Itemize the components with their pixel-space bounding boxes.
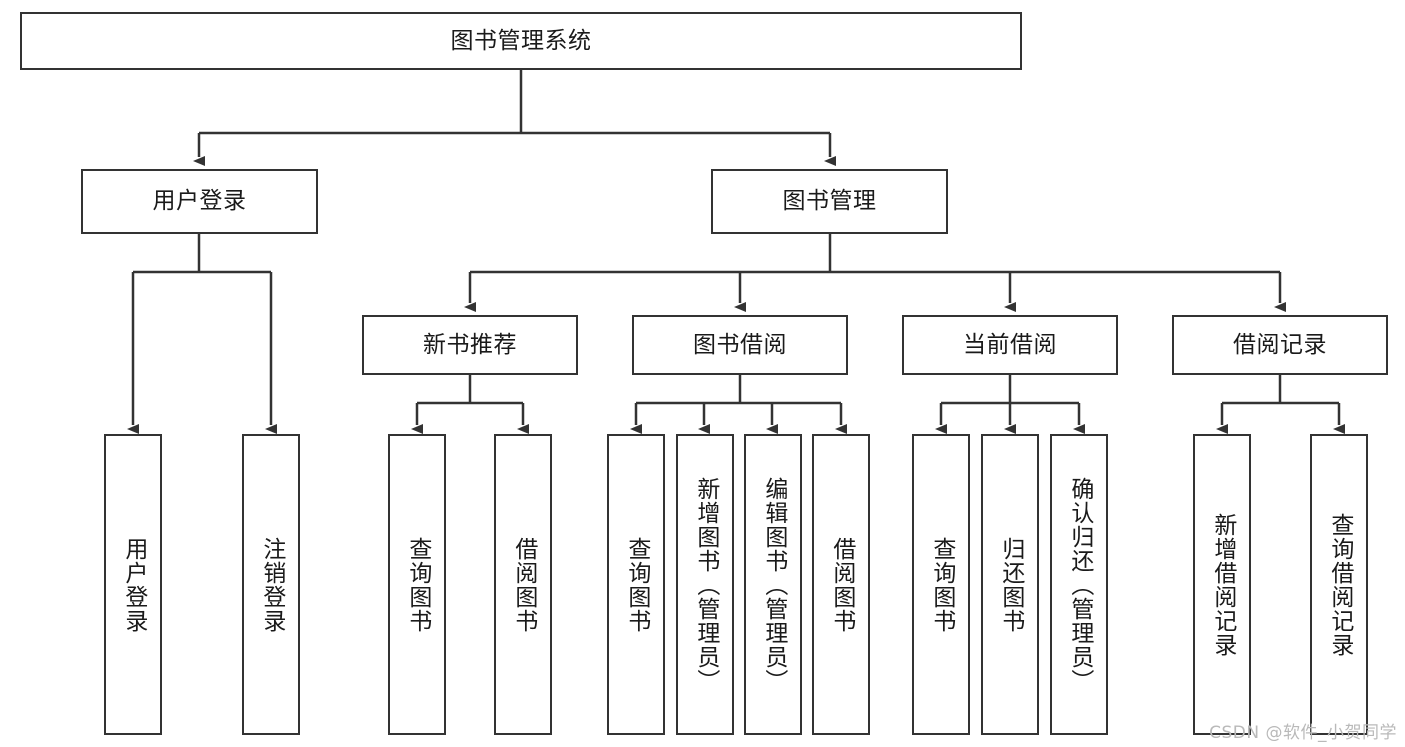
node-root[interactable]: 图书管理系统 (20, 12, 1022, 70)
watermark: CSDN @软件_小贺同学 (1209, 723, 1397, 743)
node-book-management[interactable]: 图书管理 (711, 169, 948, 234)
node-leaf-edit-book-label: 编辑图书（管理员） (760, 476, 787, 693)
node-leaf-add-record-label: 新增借阅记录 (1209, 512, 1236, 657)
node-leaf-add-record[interactable]: 新增借阅记录 (1193, 434, 1251, 735)
node-current-borrow-label: 当前借阅 (963, 331, 1057, 358)
node-leaf-query-book-2-label: 查询图书 (623, 536, 650, 633)
node-root-label: 图书管理系统 (450, 27, 592, 54)
node-new-book-recommend[interactable]: 新书推荐 (362, 315, 578, 375)
node-current-borrow[interactable]: 当前借阅 (902, 315, 1118, 375)
node-borrow-record[interactable]: 借阅记录 (1172, 315, 1388, 375)
node-leaf-query-record[interactable]: 查询借阅记录 (1310, 434, 1368, 735)
node-book-borrow-label: 图书借阅 (693, 331, 787, 358)
node-leaf-borrow-book-1[interactable]: 借阅图书 (494, 434, 552, 735)
node-leaf-borrow-book-2-label: 借阅图书 (828, 536, 855, 633)
node-leaf-query-book-1[interactable]: 查询图书 (388, 434, 446, 735)
node-leaf-query-record-label: 查询借阅记录 (1326, 512, 1353, 657)
node-book-management-label: 图书管理 (782, 188, 877, 215)
node-leaf-edit-book[interactable]: 编辑图书（管理员） (744, 434, 802, 735)
node-new-book-recommend-label: 新书推荐 (423, 331, 517, 358)
node-leaf-query-book-3-label: 查询图书 (928, 536, 955, 633)
node-user-login[interactable]: 用户登录 (81, 169, 318, 234)
node-leaf-return-book[interactable]: 归还图书 (981, 434, 1039, 735)
node-leaf-add-book[interactable]: 新增图书（管理员） (676, 434, 734, 735)
node-borrow-record-label: 借阅记录 (1233, 331, 1327, 358)
node-leaf-user-login-label: 用户登录 (120, 536, 147, 633)
node-leaf-add-book-label: 新增图书（管理员） (692, 476, 719, 693)
node-leaf-confirm-return-label: 确认归还（管理员） (1066, 476, 1093, 693)
node-leaf-borrow-book-1-label: 借阅图书 (510, 536, 537, 633)
node-leaf-query-book-3[interactable]: 查询图书 (912, 434, 970, 735)
node-user-login-label: 用户登录 (152, 188, 247, 215)
node-leaf-return-book-label: 归还图书 (997, 536, 1024, 633)
node-leaf-user-login[interactable]: 用户登录 (104, 434, 162, 735)
node-leaf-confirm-return[interactable]: 确认归还（管理员） (1050, 434, 1108, 735)
node-leaf-query-book-1-label: 查询图书 (404, 536, 431, 633)
node-leaf-user-logout[interactable]: 注销登录 (242, 434, 300, 735)
node-leaf-borrow-book-2[interactable]: 借阅图书 (812, 434, 870, 735)
node-leaf-user-logout-label: 注销登录 (258, 536, 285, 633)
node-leaf-query-book-2[interactable]: 查询图书 (607, 434, 665, 735)
node-book-borrow[interactable]: 图书借阅 (632, 315, 848, 375)
